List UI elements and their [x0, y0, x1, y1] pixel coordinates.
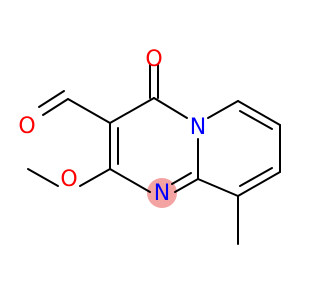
atom-o-aldehyde: O: [18, 114, 35, 139]
bond-n1-c9a-double: [171, 172, 192, 185]
bond-c6-c7: [237, 100, 281, 126]
bond-c8-c9-double: [239, 167, 273, 187]
bond-c3-cho: [67, 98, 111, 124]
bond-c6-c7-double: [239, 110, 273, 130]
n-ring-highlight: [147, 178, 177, 208]
bond-c2-o: [79, 168, 111, 187]
atom-o-methoxy: O: [60, 167, 77, 192]
atom-n-ring: N: [154, 181, 170, 206]
atom-n-bridge: N: [190, 115, 206, 140]
structure-diagram: O O O N N: [18, 47, 281, 245]
bonds: [27, 63, 281, 245]
bond-c4-n5: [153, 97, 188, 119]
atom-o-ketone: O: [145, 47, 162, 72]
bond-c2-n1: [109, 168, 151, 193]
bond-c9-c9a: [197, 178, 239, 197]
molecule-canvas: O O O N N: [18, 47, 281, 245]
bond-cho-o-double: [38, 90, 65, 108]
bond-n5-c6: [207, 100, 239, 119]
bond-o-ch3: [27, 168, 59, 187]
bond-c4-c3: [109, 97, 155, 124]
bond-c8-c9: [237, 171, 281, 197]
bond-cho-o: [42, 98, 69, 116]
bond-n1-c9a: [174, 178, 199, 193]
